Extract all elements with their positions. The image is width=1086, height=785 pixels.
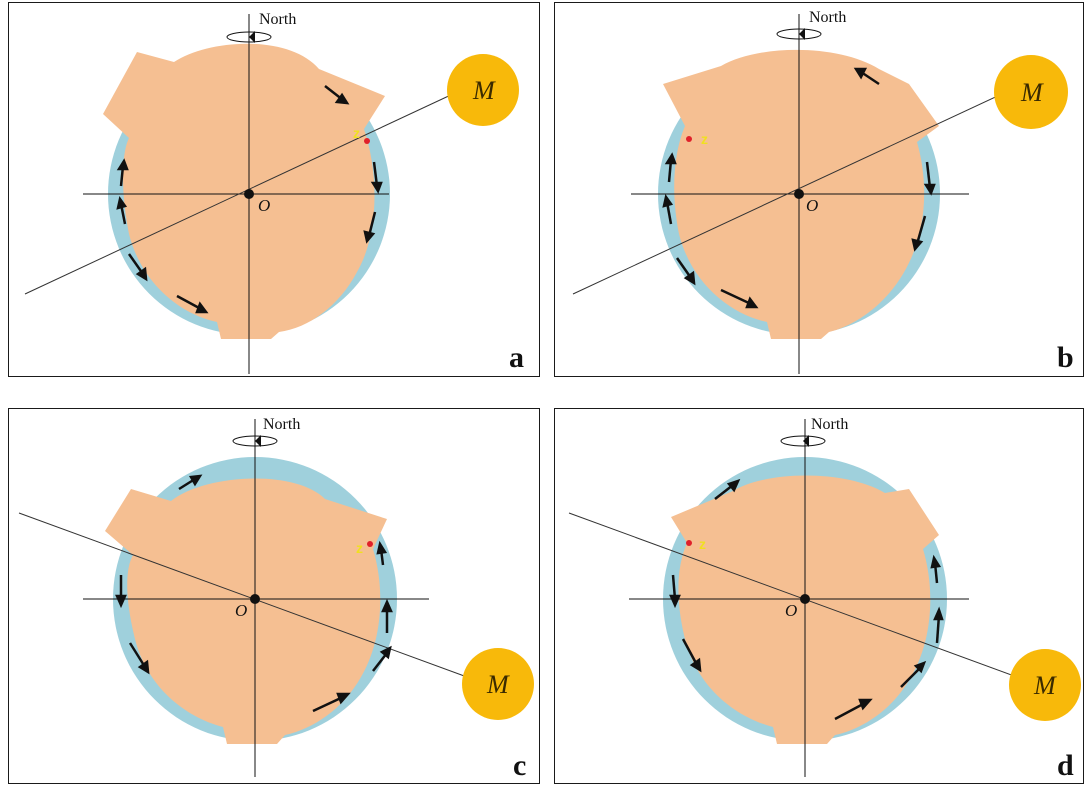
diagram-svg-b: North O z M bbox=[572, 9, 1068, 374]
point-z-c bbox=[367, 541, 373, 547]
moon-a bbox=[447, 54, 519, 126]
rotation-icon-a bbox=[226, 31, 272, 43]
origin-label-d: O bbox=[785, 601, 797, 620]
moon-c bbox=[462, 648, 534, 720]
panel-letter-c: c bbox=[513, 749, 527, 782]
point-z-b bbox=[686, 136, 692, 142]
north-label-b: North bbox=[809, 9, 846, 26]
rotation-arrowhead-d bbox=[803, 435, 809, 447]
panel-letter-b: b bbox=[1057, 341, 1074, 374]
moon-label-d: M bbox=[1033, 671, 1057, 700]
origin-label-b: O bbox=[806, 196, 818, 215]
current-arrows-b bbox=[662, 67, 936, 309]
rotation-arrowhead-c bbox=[255, 435, 261, 447]
moon-label-a: M bbox=[472, 76, 496, 105]
point-z-d bbox=[686, 540, 692, 546]
moon-d bbox=[1009, 649, 1081, 721]
rotation-icon-c bbox=[232, 435, 278, 447]
north-label-d: North bbox=[811, 416, 848, 433]
diagram-svg-a: North O z M bbox=[24, 11, 519, 374]
rotation-arrowhead-b bbox=[799, 28, 805, 40]
moon-line-d bbox=[568, 512, 1018, 678]
point-z-label-d: z bbox=[699, 536, 706, 552]
north-label-a: North bbox=[259, 11, 296, 28]
moon-line-a bbox=[24, 78, 486, 295]
panel-letter-d: d bbox=[1057, 749, 1074, 782]
diagram-svg-c: North O z M bbox=[18, 416, 534, 777]
rotation-icon-d bbox=[780, 435, 826, 447]
panel-c: North O z M c bbox=[8, 408, 540, 784]
land-c bbox=[105, 478, 387, 744]
moon-b bbox=[994, 55, 1068, 129]
origin-label-a: O bbox=[258, 196, 270, 215]
panel-b: North O z M b bbox=[554, 2, 1084, 377]
rotation-arrowhead-a bbox=[249, 31, 255, 43]
panel-d: North O z M d bbox=[554, 408, 1084, 784]
rotation-icon-b bbox=[776, 28, 822, 40]
current-arrows-c bbox=[115, 474, 393, 713]
origin-label-c: O bbox=[235, 601, 247, 620]
moon-label-b: M bbox=[1020, 78, 1044, 107]
panel-letter-a: a bbox=[509, 341, 524, 374]
diagram-svg-d: North O z M bbox=[568, 416, 1081, 777]
origin-dot-a bbox=[244, 189, 254, 199]
current-arrows-a bbox=[116, 85, 383, 314]
point-z-label-b: z bbox=[701, 131, 708, 147]
panel-a: North O z M a bbox=[8, 2, 540, 377]
origin-dot-d bbox=[800, 594, 810, 604]
point-z-label-c: z bbox=[356, 540, 363, 556]
moon-line-c bbox=[18, 512, 468, 678]
origin-dot-b bbox=[794, 189, 804, 199]
origin-dot-c bbox=[250, 594, 260, 604]
point-z-a bbox=[364, 138, 370, 144]
north-label-c: North bbox=[263, 416, 300, 433]
moon-label-c: M bbox=[486, 670, 510, 699]
current-arrows-d bbox=[669, 478, 944, 721]
point-z-label-a: z bbox=[353, 125, 360, 141]
